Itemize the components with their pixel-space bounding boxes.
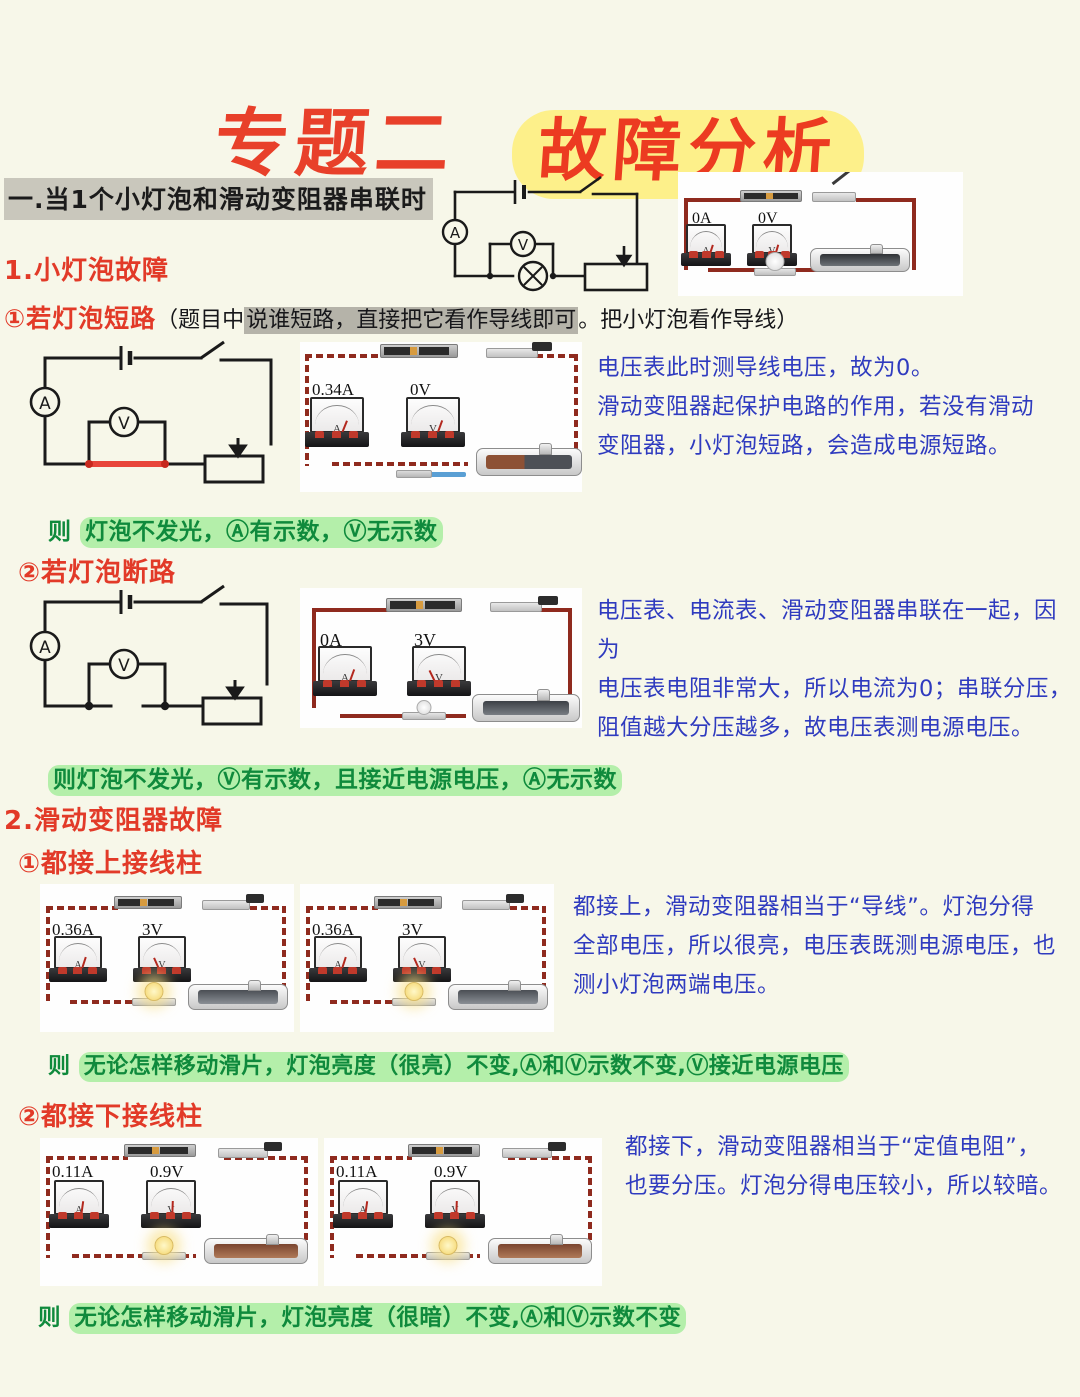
photo-normal-ammeter-label: 0A — [692, 210, 712, 227]
subsection-1-heading: 1.小灯泡故障 — [4, 256, 169, 286]
item-lamp-short-label: ①若灯泡短路 — [4, 304, 157, 333]
photo-normal: 0A 0V A V — [678, 172, 963, 296]
short-wire — [402, 472, 466, 477]
schematic-normal: A V — [441, 175, 649, 292]
photo-lamp-open: 0A 3V A V — [300, 588, 582, 728]
lamp-photo — [396, 470, 432, 478]
photo6-voltmeter-label: 0.9V — [150, 1162, 184, 1181]
photo6-ammeter-label: 0.11A — [52, 1162, 94, 1181]
schematic-lamp-open: A V — [29, 584, 269, 726]
photo5-ammeter-label: 0.36A — [312, 920, 355, 939]
lamp-photo — [754, 252, 796, 276]
subsection-2-heading: 2.滑动变阻器故障 — [4, 806, 223, 836]
voltmeter-photo: V — [133, 936, 191, 982]
ammeter-photo: A — [313, 646, 377, 696]
voltmeter-photo: V — [393, 936, 451, 982]
photo7-ammeter-label: 0.11A — [336, 1162, 378, 1181]
note-both-down: 都接下，滑动变阻器相当于“定值电阻”，也要分压。灯泡分得电压较小，所以较暗。 — [625, 1134, 1063, 1199]
voltmeter-photo: V — [401, 397, 465, 447]
lamp-photo — [142, 1236, 186, 1260]
conclusion-prefix: 则 — [38, 1305, 62, 1331]
note-both-up: 都接上，滑动变阻器相当于“导线”。灯泡分得全部电压，所以很亮，电压表既测电源电压… — [573, 894, 1057, 998]
item-lamp-short-paren-pre: （题目中 — [156, 308, 245, 333]
photo4-voltmeter-label: 3V — [142, 920, 163, 939]
photo3-ammeter-label: 0A — [320, 630, 342, 650]
photo-lamp-shorted: 0.34A 0V A V — [300, 342, 582, 492]
voltmeter-photo: V — [747, 224, 797, 266]
voltmeter-photo: V — [425, 1180, 485, 1228]
ammeter-photo: A — [333, 1180, 393, 1228]
ammeter-photo: A — [681, 224, 731, 266]
schematic-lamp-shorted: A V — [29, 340, 273, 484]
conclusion-prefix: 则 — [48, 1054, 71, 1079]
voltmeter-photo: V — [141, 1180, 201, 1228]
item-lamp-short-heading: ①若灯泡短路（题目中说谁短路，直接把它看作导线即可。把小灯泡看作导线） — [4, 299, 798, 335]
ammeter-photo: A — [305, 397, 369, 447]
page-title: 专题二 — [211, 101, 459, 187]
ammeter-photo: A — [49, 1180, 109, 1228]
conclusion-text: 无论怎样移动滑片，灯泡亮度（很暗）不变,Ⓐ和Ⓥ示数不变 — [69, 1303, 687, 1334]
conclusion-lamp-open: 则灯泡不发光，Ⓥ有示数，且接近电源电压，Ⓐ无示数 — [48, 760, 622, 796]
photo-both-up-right: 0.36A 3V A V — [300, 884, 554, 1032]
rheostat-photo — [188, 979, 288, 1010]
rheostat-photo — [488, 1233, 592, 1264]
conclusion-text: 则灯泡不发光，Ⓥ有示数，且接近电源电压，Ⓐ无示数 — [48, 765, 622, 796]
rheostat-photo — [204, 1233, 308, 1264]
section-1-heading: 一.当1个小灯泡和滑动变阻器串联时 — [4, 178, 433, 220]
lamp-photo — [402, 700, 446, 720]
svg-text:A: A — [39, 638, 51, 658]
item-lamp-short-paren-hl: 说谁短路，直接把它看作导线即可 — [244, 307, 579, 334]
photo2-voltmeter-label: 0V — [410, 380, 431, 399]
lamp-photo — [132, 982, 176, 1006]
rheostat-photo — [476, 443, 582, 476]
item-lamp-open-heading: ②若灯泡断路 — [18, 558, 177, 588]
ammeter-photo: A — [309, 936, 367, 982]
item-lamp-short-paren-post: 。把小灯泡看作导线） — [578, 308, 799, 333]
photo-normal-voltmeter-label: 0V — [758, 210, 778, 227]
ammeter-symbol: A — [450, 224, 461, 242]
conclusion-lamp-short: 则 灯泡不发光，Ⓐ有示数，Ⓥ无示数 — [48, 512, 443, 548]
conclusion-prefix: 则 — [48, 519, 72, 545]
photo2-ammeter-label: 0.34A — [312, 380, 355, 399]
photo-both-up-left: 0.36A 3V A V — [40, 884, 294, 1032]
photo-both-down-left: 0.11A 0.9V A V — [40, 1138, 318, 1286]
photo7-voltmeter-label: 0.9V — [434, 1162, 468, 1181]
ammeter-photo: A — [49, 936, 107, 982]
voltmeter-symbol: V — [518, 236, 529, 254]
lamp-photo — [392, 982, 436, 1006]
note-lamp-open: 电压表、电流表、滑动变阻器串联在一起，因为电压表电阻非常大，所以电流为0；串联分… — [597, 598, 1072, 741]
rheostat-photo — [810, 244, 910, 272]
open-node-right — [160, 701, 170, 711]
svg-text:A: A — [39, 394, 51, 414]
svg-text:V: V — [118, 414, 130, 434]
conclusion-text: 无论怎样移动滑片，灯泡亮度（很亮）不变,Ⓐ和Ⓥ示数不变,Ⓥ接近电源电压 — [78, 1052, 849, 1082]
rheostat-photo — [448, 979, 548, 1010]
photo3-voltmeter-label: 3V — [414, 630, 436, 650]
open-node-left — [84, 701, 94, 711]
rheostat-photo — [472, 689, 580, 722]
conclusion-text: 灯泡不发光，Ⓐ有示数，Ⓥ无示数 — [80, 517, 443, 548]
conclusion-both-down: 则 无论怎样移动滑片，灯泡亮度（很暗）不变,Ⓐ和Ⓥ示数不变 — [38, 1300, 687, 1334]
voltmeter-photo: V — [407, 646, 471, 696]
photo5-voltmeter-label: 3V — [402, 920, 423, 939]
lamp-photo — [426, 1236, 470, 1260]
page-title-row: 专题二 故障分析 — [0, 52, 1080, 200]
item-both-up-heading: ①都接上接线柱 — [18, 849, 204, 879]
photo-both-down-right: 0.11A 0.9V A V — [324, 1138, 602, 1286]
conclusion-both-up: 则 无论怎样移动滑片，灯泡亮度（很亮）不变,Ⓐ和Ⓥ示数不变,Ⓥ接近电源电压 — [48, 1048, 849, 1082]
item-both-down-heading: ②都接下接线柱 — [18, 1102, 204, 1132]
photo4-ammeter-label: 0.36A — [52, 920, 95, 939]
note-lamp-short: 电压表此时测导线电压，故为0。滑动变阻器起保护电路的作用，若没有滑动变阻器，小灯… — [597, 355, 1035, 459]
svg-text:V: V — [118, 656, 130, 676]
